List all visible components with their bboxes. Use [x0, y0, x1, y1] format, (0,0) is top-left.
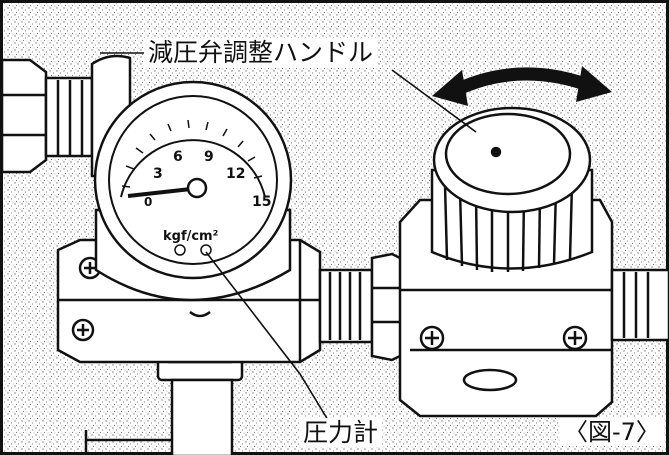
figure-number: 〈図-7〉 — [560, 418, 664, 446]
gauge-ticks — [121, 119, 263, 188]
gauge-scale-zero: 0 — [144, 195, 152, 209]
gauge-label: 圧力計 — [299, 418, 383, 447]
gauge-scale-12: 12 — [226, 166, 245, 182]
adjustment-handle — [430, 106, 594, 272]
leader-lines — [100, 52, 477, 421]
pressure-gauge: 3 6 9 12 15 0 kgf/cm² — [93, 80, 293, 302]
rotation-arrow-icon — [432, 66, 612, 106]
gauge-scale-15: 15 — [252, 194, 271, 210]
gauge-scale-3: 3 — [153, 166, 163, 182]
gauge-unit: kgf/cm² — [163, 229, 218, 244]
gauge-scale-6: 6 — [173, 149, 183, 165]
gauge-scale-9: 9 — [204, 149, 214, 165]
handle-label: 減圧弁調整ハンドル — [144, 38, 378, 67]
